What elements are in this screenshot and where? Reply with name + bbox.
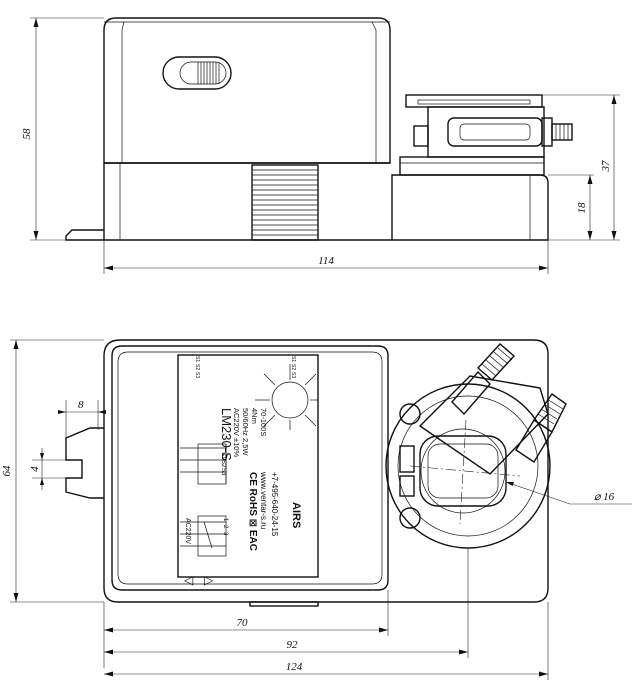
dim-37-label: 37 [600,160,612,173]
dim-64-label: 64 [1,465,13,477]
dim-16-label: ⌀ 16 [594,491,615,503]
dim-70: 70 [103,590,389,668]
dim-16: ⌀ 16 [505,481,632,505]
dim-8: 8 [58,399,106,438]
label-top-s1b: S1 [290,356,296,362]
label-spec-1: AC220V ±10% [232,408,241,457]
shaft-hole [419,435,507,507]
direction-left-arrow: ◁ [183,573,193,587]
label-wire-1: 1 [222,518,228,522]
direction-right-arrow: ▷ [204,573,214,587]
dim-114: 114 [103,240,549,274]
body-outline [103,339,549,603]
label-logo: AIRS [290,502,302,528]
dim-124-label: 124 [286,661,303,673]
housing-lower [103,163,549,241]
mounting-bracket [65,427,104,499]
label-website: www.ventar-s.ru [259,471,268,529]
shaft-clamp [399,94,573,176]
label-top-s3a: S3 [194,372,200,378]
shaft-clamp-top [385,343,567,549]
dim-58-label: 58 [21,128,33,140]
label-brand-marks: CE RoHS ⊠ EAC [247,472,258,551]
label-top-s3b: S3 [290,372,296,378]
label-spec-3: 4Nm [250,408,259,424]
dim-114-label: 114 [318,255,334,267]
dim-4-label: 4 [29,466,41,472]
label-voltage: AC220V [184,518,191,544]
label-sun-icon [271,381,309,419]
dim-18-label: 18 [576,202,588,214]
dim-124: 124 [104,602,549,680]
label-wire-2: 2 [222,525,228,529]
dim-64: 64 [1,339,104,603]
label-top-s2a: S2 [194,364,200,370]
gear-window [251,164,319,241]
dim-58: 58 [21,17,104,241]
product-label [177,354,319,578]
label-switch-s1: S1 [220,452,226,460]
label-phone: +7-495-640-24-15 [270,472,279,537]
label-top-s1a: S1 [194,356,200,362]
dim-4: 4 [29,448,82,490]
housing-upper [103,17,391,164]
mounting-tab [65,229,104,241]
dim-8-label: 8 [78,399,84,411]
manual-release-slot [162,56,232,90]
label-top-s2b: S2 [290,364,296,370]
dim-92: 92 [104,548,469,658]
label-spec-2: 50/60Hz 2,5W [241,408,250,456]
dim-18: 18 [548,174,594,240]
gear-ridges [252,169,318,236]
side-view: 58 114 37 18 [21,17,620,274]
dim-92-label: 92 [287,639,299,651]
dim-37: 37 [542,94,620,241]
dim-70-label: 70 [237,617,249,629]
top-view: LM230-S AC220V ±10% 50/60Hz 2,5W 4Nm 70-… [1,339,632,680]
cover-outline [111,345,389,591]
label-spec-4: 70-100S [259,408,268,436]
label-switch-s2: S2 [220,460,226,468]
